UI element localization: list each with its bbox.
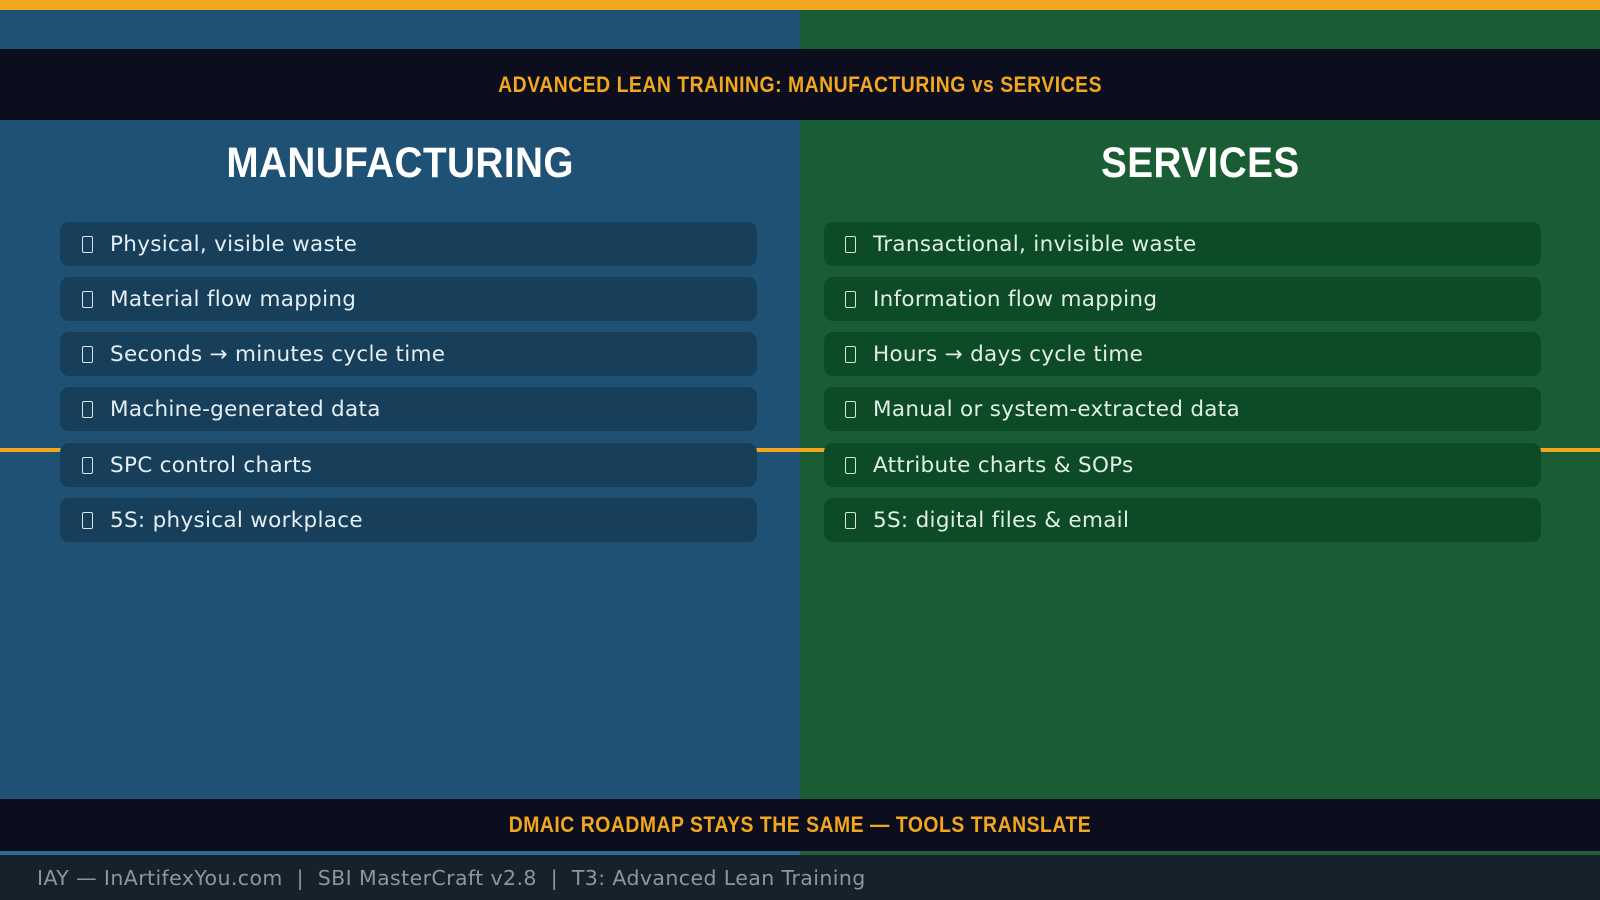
item-label: Material flow mapping <box>110 286 357 312</box>
manufacturing-item-4: Machine-generated data <box>60 387 757 431</box>
item-label: Seconds → minutes cycle time <box>110 341 446 367</box>
manufacturing-item-1: Physical, visible waste <box>60 222 757 266</box>
item-label: Attribute charts & SOPs <box>873 452 1134 478</box>
item-label: 5S: digital files & email <box>873 507 1130 533</box>
slide-title: ADVANCED LEAN TRAINING: MANUFACTURING vs… <box>498 71 1102 97</box>
footer-divider <box>0 851 1600 855</box>
item-label: Transactional, invisible waste <box>873 231 1197 257</box>
bottom-banner: DMAIC ROADMAP STAYS THE SAME — TOOLS TRA… <box>0 799 1600 851</box>
top-accent-bar <box>0 0 1600 10</box>
manufacturing-heading-text: MANUFACTURING <box>226 138 574 187</box>
missing-glyph-icon <box>82 345 93 363</box>
services-item-4: Manual or system-extracted data <box>824 387 1541 431</box>
center-divider-line <box>0 448 1600 452</box>
services-heading: SERVICES <box>800 133 1600 193</box>
footer: IAY — InArtifexYou.com | SBI MasterCraft… <box>0 855 1600 900</box>
item-label: Information flow mapping <box>873 286 1158 312</box>
item-label: Hours → days cycle time <box>873 341 1144 367</box>
comparison-area: MANUFACTURING Physical, visible waste Ma… <box>0 120 1600 799</box>
missing-glyph-icon <box>82 400 93 418</box>
manufacturing-heading: MANUFACTURING <box>0 133 800 193</box>
missing-glyph-icon <box>82 511 93 529</box>
services-item-1: Transactional, invisible waste <box>824 222 1541 266</box>
header-color-strip <box>0 10 1600 49</box>
item-label: Physical, visible waste <box>110 231 358 257</box>
missing-glyph-icon <box>845 235 856 253</box>
missing-glyph-icon <box>82 290 93 308</box>
services-heading-text: SERVICES <box>1100 138 1300 187</box>
services-item-5: Attribute charts & SOPs <box>824 443 1541 487</box>
missing-glyph-icon <box>845 345 856 363</box>
item-label: Machine-generated data <box>110 396 381 422</box>
missing-glyph-icon <box>845 290 856 308</box>
missing-glyph-icon <box>82 235 93 253</box>
title-band: ADVANCED LEAN TRAINING: MANUFACTURING vs… <box>0 49 1600 120</box>
item-label: 5S: physical workplace <box>110 507 363 533</box>
header-strip-services <box>800 10 1600 49</box>
header-strip-manufacturing <box>0 10 800 49</box>
footer-text: IAY — InArtifexYou.com | SBI MasterCraft… <box>37 865 866 890</box>
manufacturing-item-2: Material flow mapping <box>60 277 757 321</box>
missing-glyph-icon <box>845 511 856 529</box>
missing-glyph-icon <box>845 456 856 474</box>
services-item-3: Hours → days cycle time <box>824 332 1541 376</box>
manufacturing-item-3: Seconds → minutes cycle time <box>60 332 757 376</box>
manufacturing-panel: MANUFACTURING Physical, visible waste Ma… <box>0 120 800 799</box>
services-panel: SERVICES Transactional, invisible waste … <box>800 120 1600 799</box>
missing-glyph-icon <box>82 456 93 474</box>
manufacturing-item-6: 5S: physical workplace <box>60 498 757 542</box>
footer-divider-blue <box>0 851 800 855</box>
services-item-6: 5S: digital files & email <box>824 498 1541 542</box>
manufacturing-item-5: SPC control charts <box>60 443 757 487</box>
footer-divider-green <box>800 851 1600 855</box>
missing-glyph-icon <box>845 400 856 418</box>
services-item-2: Information flow mapping <box>824 277 1541 321</box>
item-label: Manual or system-extracted data <box>873 396 1240 422</box>
item-label: SPC control charts <box>110 452 313 478</box>
bottom-banner-text: DMAIC ROADMAP STAYS THE SAME — TOOLS TRA… <box>508 812 1092 837</box>
